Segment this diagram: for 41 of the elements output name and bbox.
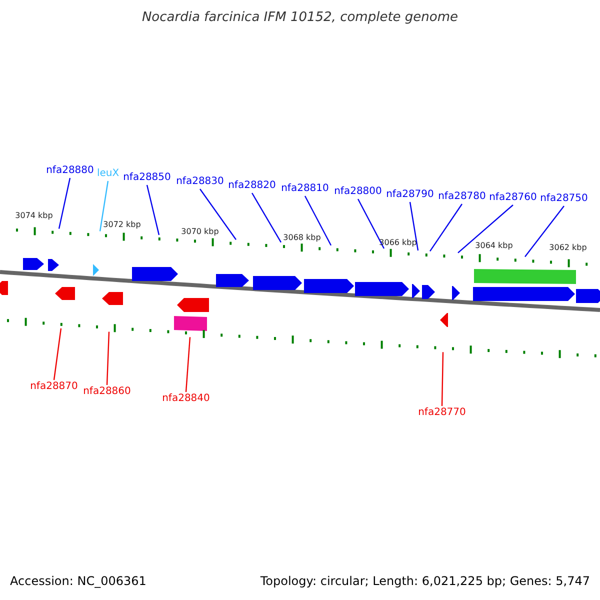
gene-label: nfa28750 <box>540 193 588 205</box>
gene-label: nfa28830 <box>176 176 224 188</box>
genome-summary-text: Topology: circular; Length: 6,021,225 bp; Genes: 5,747 <box>260 575 590 587</box>
scale-ruler <box>7 318 596 358</box>
gene-label: nfa28790 <box>386 189 434 201</box>
leader-line <box>304 196 332 246</box>
gene-label: nfa28860 <box>83 386 131 398</box>
gene-label: nfa28880 <box>46 165 94 177</box>
scale-label: 3064 kbp <box>475 240 513 252</box>
gene-label: nfa28820 <box>228 180 276 192</box>
leader-line <box>524 206 564 258</box>
gene-label: nfa28780 <box>438 191 486 203</box>
leader-line <box>106 332 110 386</box>
scale-label: 3070 kbp <box>181 226 219 238</box>
leader-line <box>200 188 236 240</box>
gene-label: nfa28850 <box>123 172 171 184</box>
scale-label: 3072 kbp <box>103 219 141 231</box>
leader-line <box>409 202 419 251</box>
leader-line <box>357 198 385 249</box>
scale-label: 3062 kbp <box>549 242 587 254</box>
gene-label: nfa28870 <box>30 381 78 393</box>
scale-label: 3068 kbp <box>283 232 321 244</box>
scale-ruler <box>16 227 588 268</box>
diagram-title: Nocardia farcinica IFM 10152, complete genome <box>142 12 458 24</box>
scale-label: 3074 kbp <box>15 210 53 222</box>
leader-line <box>58 178 71 229</box>
gene-label: nfa28840 <box>162 393 210 405</box>
accession-text: Accession: NC_006361 <box>10 575 146 587</box>
gene-label: leuX <box>96 168 120 180</box>
leader-line <box>185 337 191 392</box>
leader-line <box>441 352 444 406</box>
leader-line <box>458 204 514 254</box>
leader-line <box>146 184 160 236</box>
leader-line <box>430 204 462 252</box>
gene-label: nfa28800 <box>334 186 382 198</box>
leader-line <box>53 328 62 380</box>
leader-line <box>99 180 109 232</box>
gene-label: nfa28760 <box>489 192 537 204</box>
gene-label: nfa28770 <box>418 407 466 419</box>
leader-line <box>251 192 282 243</box>
gene-label: nfa28810 <box>281 183 329 195</box>
